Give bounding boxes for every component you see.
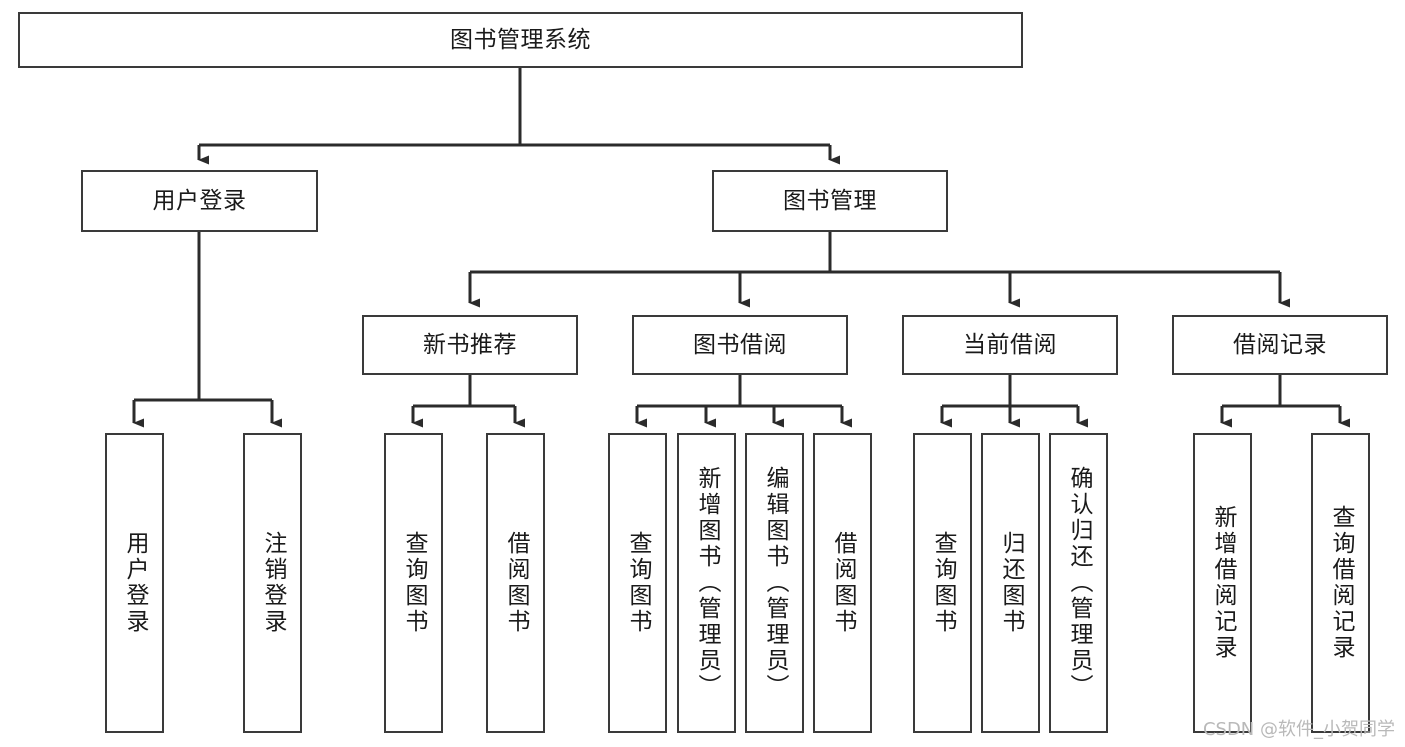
node-label: 用户登录 xyxy=(152,187,247,214)
node-current-borrow[interactable]: 当前借阅 xyxy=(902,315,1118,375)
node-borrow-record[interactable]: 借阅记录 xyxy=(1172,315,1388,375)
leaf-current-borrow-return[interactable]: 归还图书 xyxy=(981,433,1040,733)
leaf-label: 查询图书 xyxy=(930,531,956,635)
leaf-label: 注销登录 xyxy=(260,531,286,635)
leaf-book-borrow-add[interactable]: 新增图书（管理员） xyxy=(677,433,736,733)
leaf-label: 新增图书（管理员） xyxy=(694,466,720,700)
leaf-label: 查询图书 xyxy=(625,531,651,635)
node-label: 新书推荐 xyxy=(423,331,517,358)
node-book-borrow[interactable]: 图书借阅 xyxy=(632,315,848,375)
leaf-current-borrow-confirm-return[interactable]: 确认归还（管理员） xyxy=(1049,433,1108,733)
leaf-book-borrow-query[interactable]: 查询图书 xyxy=(608,433,667,733)
csdn-watermark: CSDN @软件_小贺同学 xyxy=(1202,719,1395,740)
leaf-label: 编辑图书（管理员） xyxy=(762,466,788,700)
node-user-login[interactable]: 用户登录 xyxy=(81,170,318,232)
node-root-system[interactable]: 图书管理系统 xyxy=(18,12,1023,68)
node-label: 借阅记录 xyxy=(1233,331,1327,358)
node-label: 图书借阅 xyxy=(693,331,787,358)
leaf-user-login-logout[interactable]: 注销登录 xyxy=(243,433,302,733)
leaf-borrow-record-query[interactable]: 查询借阅记录 xyxy=(1311,433,1370,733)
leaf-label: 新增借阅记录 xyxy=(1210,505,1236,661)
node-label: 图书管理系统 xyxy=(450,26,591,53)
leaf-label: 归还图书 xyxy=(998,531,1024,635)
node-book-management[interactable]: 图书管理 xyxy=(712,170,948,232)
leaf-book-borrow-edit[interactable]: 编辑图书（管理员） xyxy=(745,433,804,733)
leaf-user-login-login[interactable]: 用户登录 xyxy=(105,433,164,733)
leaf-label: 借阅图书 xyxy=(830,531,856,635)
node-label: 图书管理 xyxy=(783,187,877,214)
leaf-label: 借阅图书 xyxy=(503,531,529,635)
leaf-book-borrow-borrow[interactable]: 借阅图书 xyxy=(813,433,872,733)
leaf-label: 查询图书 xyxy=(401,531,427,635)
leaf-label: 用户登录 xyxy=(122,531,148,635)
node-new-book-recommend[interactable]: 新书推荐 xyxy=(362,315,578,375)
leaf-new-book-query[interactable]: 查询图书 xyxy=(384,433,443,733)
leaf-current-borrow-query[interactable]: 查询图书 xyxy=(913,433,972,733)
node-label: 当前借阅 xyxy=(963,331,1057,358)
leaf-new-book-borrow[interactable]: 借阅图书 xyxy=(486,433,545,733)
leaf-borrow-record-add[interactable]: 新增借阅记录 xyxy=(1193,433,1252,733)
leaf-label: 查询借阅记录 xyxy=(1328,505,1354,661)
leaf-label: 确认归还（管理员） xyxy=(1066,466,1092,700)
